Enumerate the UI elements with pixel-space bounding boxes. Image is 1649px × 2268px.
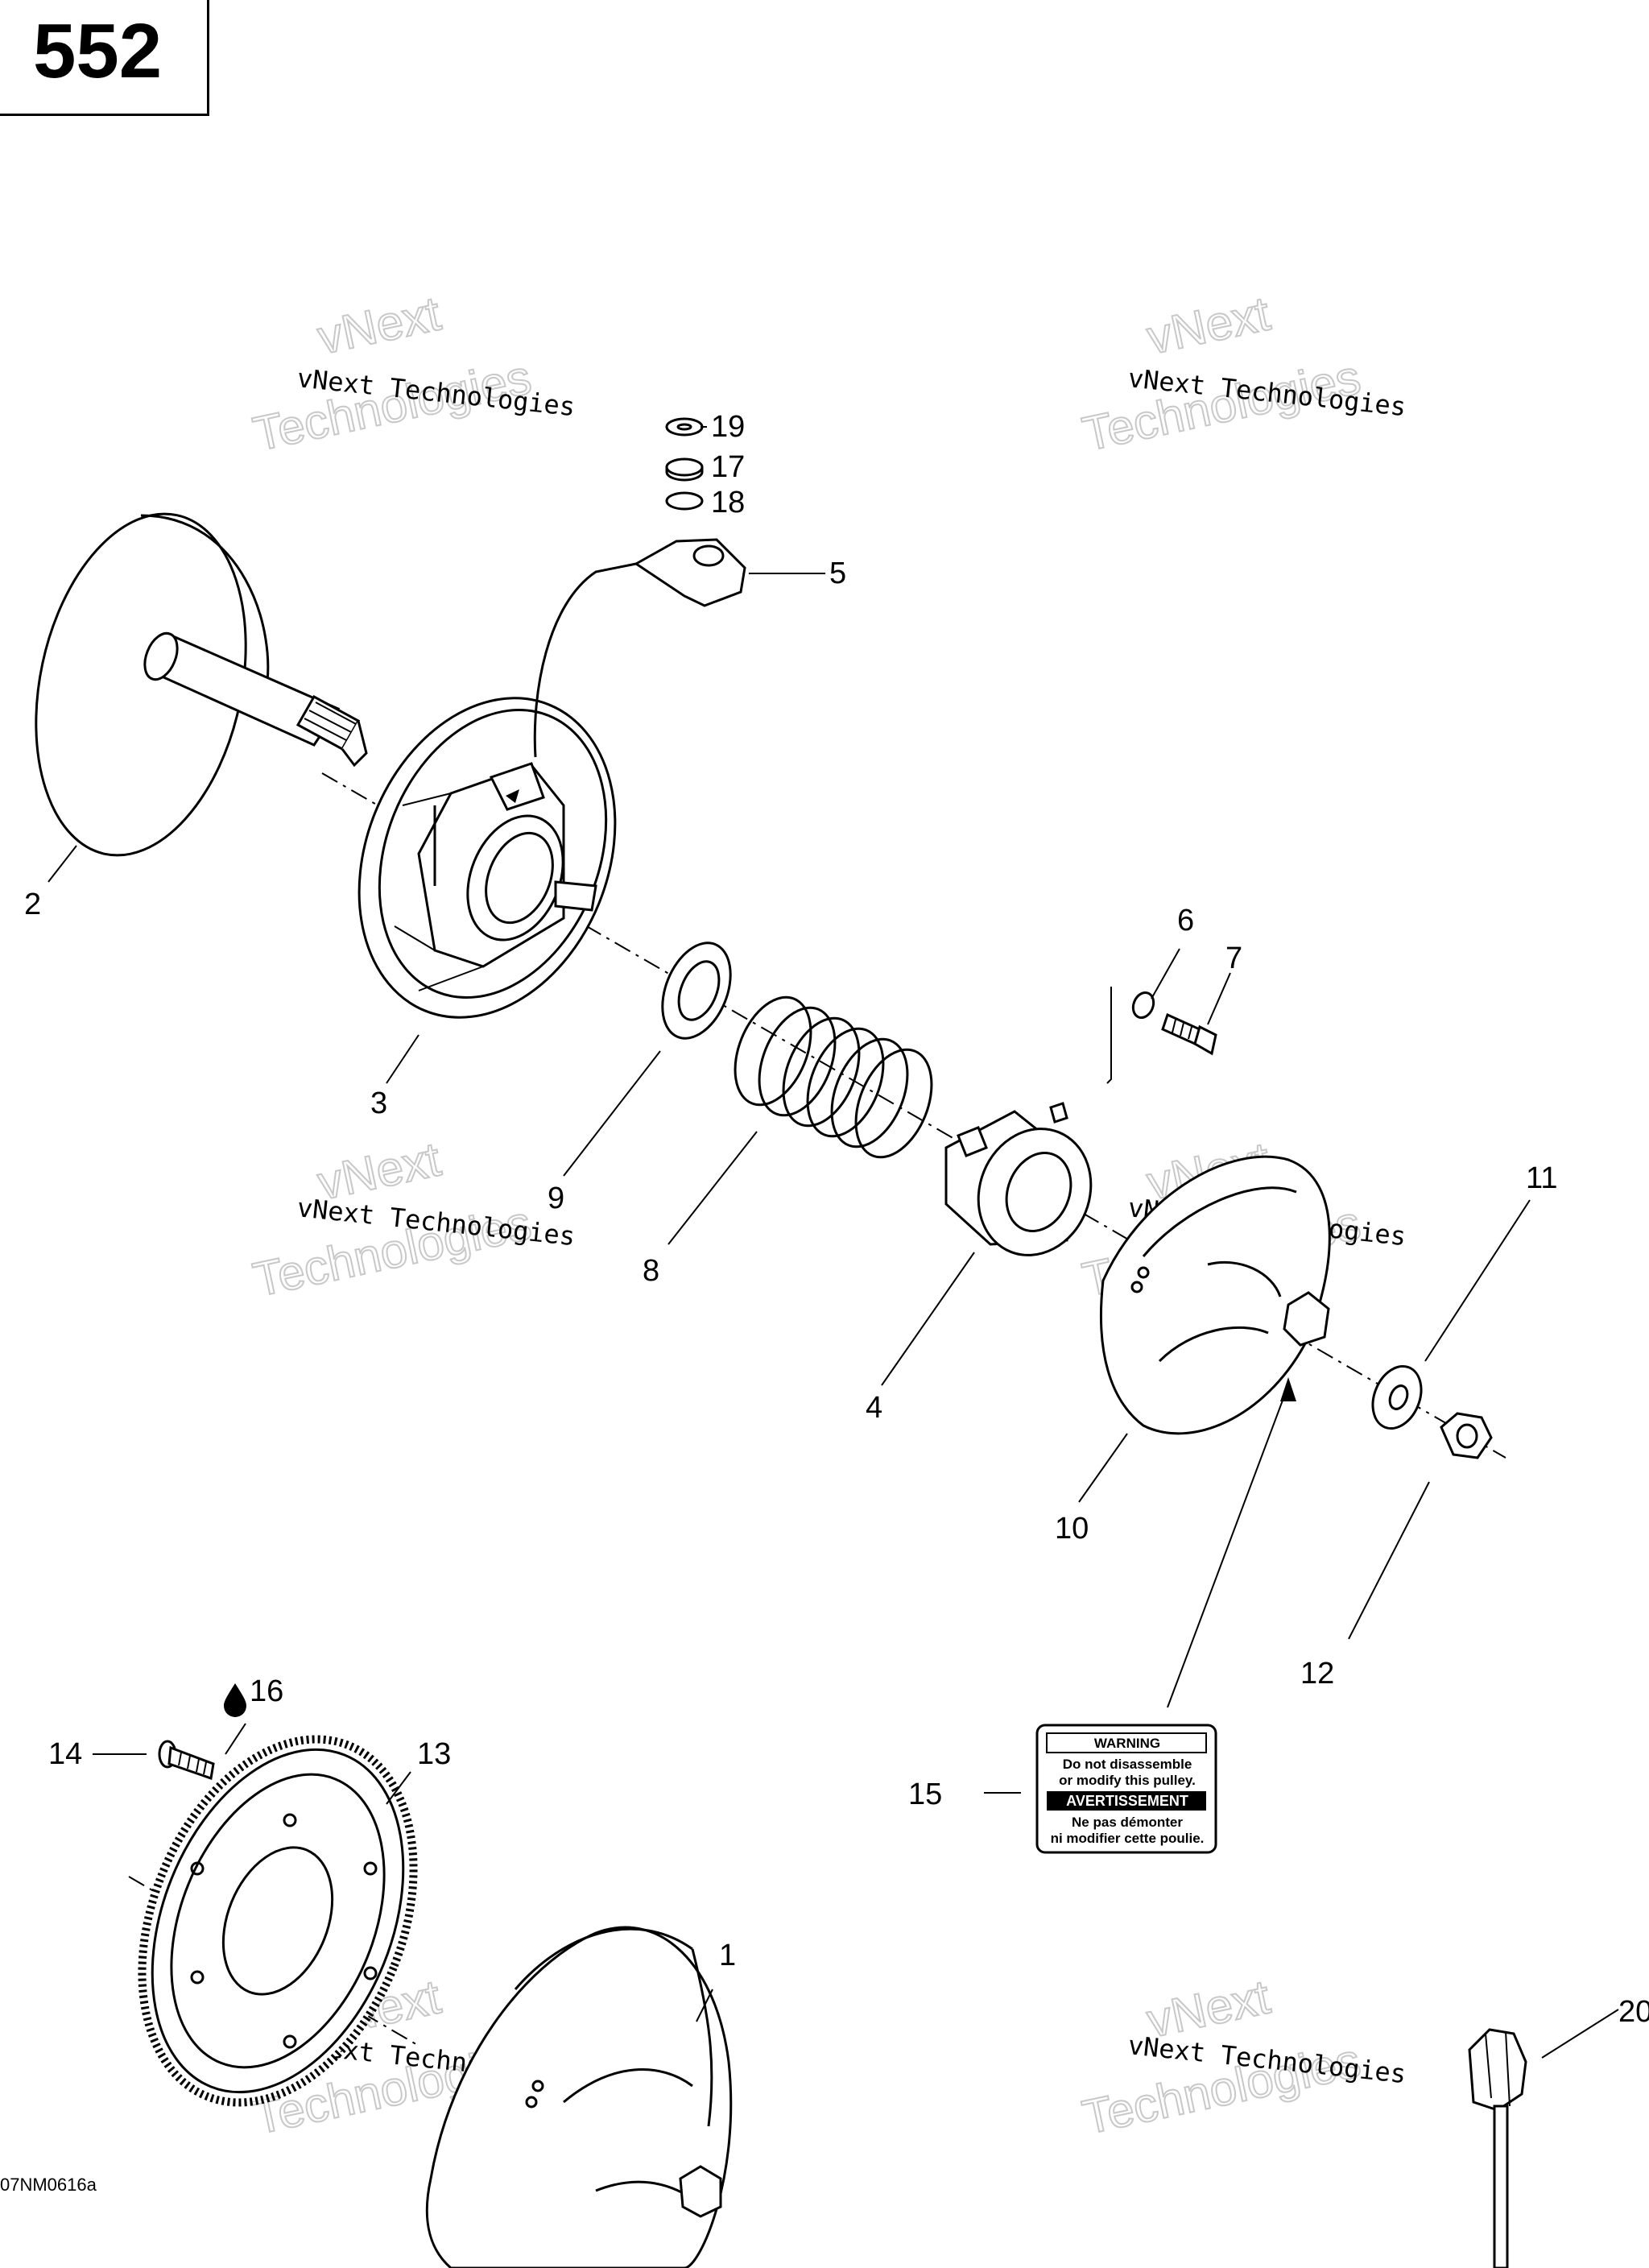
callout-18: 18 xyxy=(711,486,745,519)
callout-2: 2 xyxy=(24,888,41,921)
watermark-top-left: vNext Technologies vNext Technologies xyxy=(248,285,577,461)
figure-reference: 07NM0616a xyxy=(0,2175,97,2195)
bolt-7 xyxy=(1161,1012,1217,1056)
lower-assembly-axis xyxy=(128,1876,419,2047)
screw-14 xyxy=(158,1740,215,1780)
callout-13: 13 xyxy=(417,1737,451,1771)
callout-9: 9 xyxy=(548,1182,564,1215)
thread-locker-drop-icon xyxy=(224,1683,246,1717)
washer-11 xyxy=(1371,1364,1423,1430)
callout-12: 12 xyxy=(1300,1657,1334,1691)
callout-8: 8 xyxy=(643,1254,659,1288)
callout-4: 4 xyxy=(866,1391,882,1425)
callout-6: 6 xyxy=(1177,904,1194,937)
fixed-sheave-shaft xyxy=(35,512,368,857)
callout-19: 19 xyxy=(711,410,745,444)
callout-3: 3 xyxy=(370,1086,387,1120)
watermark-bottom-right: vNext Technologies vNext Technologies xyxy=(1077,1968,1407,2145)
callout-15: 15 xyxy=(908,1778,942,1811)
warning-label: WARNING Do not disassemble or modify thi… xyxy=(1035,1724,1217,1854)
spring xyxy=(734,995,933,1159)
page-number-box: 552 xyxy=(0,0,209,116)
warning-label-text-fr-2: ni modifier cette poulie. xyxy=(1051,1831,1205,1846)
ramp-spider-plate xyxy=(357,562,637,1019)
callout-7: 7 xyxy=(1225,942,1242,975)
drive-pulley-body xyxy=(425,1926,733,2268)
moveable-sheave xyxy=(1100,1155,1331,1435)
warning-label-heading-fr: AVERTISSEMENT xyxy=(1066,1793,1188,1809)
small-cap-17 xyxy=(665,457,704,482)
small-cap-18 xyxy=(665,491,704,511)
callout-20: 20 xyxy=(1618,1995,1649,2029)
arrowhead-icon xyxy=(506,789,519,803)
callout-5: 5 xyxy=(829,557,846,590)
watermark-mid-left: vNext Technologies vNext Technologies xyxy=(248,1131,577,1307)
warning-label-text-fr-1: Ne pas démonter xyxy=(1072,1815,1183,1830)
tool-20 xyxy=(1468,2028,1527,2268)
warning-label-heading-en: WARNING xyxy=(1094,1736,1160,1751)
bolt-axis-line xyxy=(1106,987,1112,1084)
callout-14: 14 xyxy=(48,1737,82,1771)
ring-gear xyxy=(138,1735,418,2107)
arrowhead-icon xyxy=(1280,1377,1296,1401)
watermark-big-line1: vNext xyxy=(1143,286,1275,364)
small-washer-6 xyxy=(1131,991,1155,1020)
page-number: 552 xyxy=(33,8,163,94)
leader-lines xyxy=(48,426,1619,2059)
nut-12 xyxy=(1440,1412,1493,1459)
warning-label-text-en-2: or modify this pulley. xyxy=(1059,1773,1196,1788)
callout-10: 10 xyxy=(1055,1512,1089,1546)
spring-seat-washer xyxy=(661,942,732,1040)
watermark-big-line1: vNext xyxy=(313,286,445,364)
callout-17: 17 xyxy=(711,450,745,484)
callout-1: 1 xyxy=(719,1939,736,1972)
slider-shoe xyxy=(634,538,746,607)
callout-16: 16 xyxy=(250,1674,283,1708)
callout-11: 11 xyxy=(1526,1161,1557,1195)
watermark-top-right: vNext Technologies vNext Technologies xyxy=(1077,285,1407,461)
cam-hub xyxy=(944,1102,1093,1256)
warning-label-text-en-1: Do not disassemble xyxy=(1063,1757,1192,1772)
small-washer-19 xyxy=(665,417,704,437)
callout-labels: 19 17 18 5 2 3 9 8 6 7 4 10 11 12 15 14 … xyxy=(24,410,1649,2029)
